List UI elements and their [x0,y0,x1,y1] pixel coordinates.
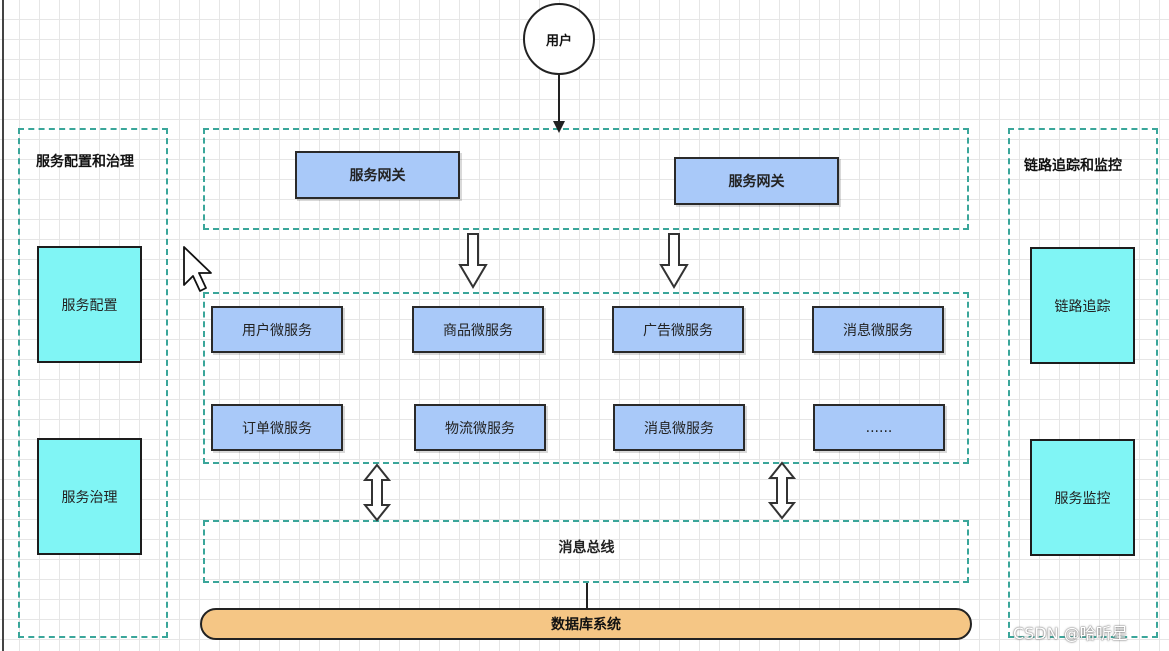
product-service-label: 商品微服务 [443,322,513,339]
order-service-label: 订单微服务 [242,420,312,437]
down-hollow-arrow-left [458,233,488,289]
order-service-box[interactable]: 订单微服务 [211,404,343,451]
gateway-label-2: 服务网关 [728,174,785,190]
user-service-box[interactable]: 用户微服务 [211,306,343,353]
service-governance-box[interactable]: 服务治理 [37,438,142,555]
config-governance-panel [18,128,168,638]
message-bus-label: 消息总线 [558,540,615,556]
message-service-box-1[interactable]: 消息微服务 [812,306,944,353]
gateway-label-1: 服务网关 [349,168,406,184]
logistics-service-label: 物流微服务 [445,420,515,437]
service-governance-label: 服务治理 [61,489,118,506]
database-label: 数据库系统 [551,617,621,633]
user-node-label: 用户 [545,33,572,49]
message-service-label-1: 消息微服务 [843,322,913,339]
tracing-box[interactable]: 链路追踪 [1030,247,1135,364]
config-governance-title: 服务配置和治理 [36,154,134,170]
more-services-box[interactable]: ...... [813,404,945,451]
monitoring-box[interactable]: 服务监控 [1030,439,1135,556]
gateway-layer [203,128,969,230]
more-services-label: ...... [865,419,893,436]
tracing-label: 链路追踪 [1054,298,1111,315]
logistics-service-box[interactable]: 物流微服务 [414,404,546,451]
tracing-monitoring-panel [1008,128,1158,638]
message-service-box-2[interactable]: 消息微服务 [613,404,745,451]
monitoring-label: 服务监控 [1054,490,1111,507]
service-config-label: 服务配置 [61,297,118,314]
microservice-layer [203,292,969,464]
message-service-label-2: 消息微服务 [644,420,714,437]
gateway-box-2[interactable]: 服务网关 [674,157,839,205]
database-system[interactable]: 数据库系统 [200,608,972,640]
user-node[interactable]: 用户 [523,3,595,75]
watermark: CSDN @哈听星 [1013,624,1128,643]
user-to-gateway-arrow [553,75,565,133]
service-config-box[interactable]: 服务配置 [37,246,142,363]
bidirectional-arrow-right [767,461,797,520]
bidirectional-arrow-left [362,463,392,522]
tracing-monitoring-title: 链路追踪和监控 [1024,158,1122,174]
product-service-box[interactable]: 商品微服务 [412,306,544,353]
gateway-box-1[interactable]: 服务网关 [295,151,460,199]
ad-service-box[interactable]: 广告微服务 [612,306,744,353]
mouse-cursor-icon [183,246,212,292]
canvas-left-edge [2,0,4,651]
message-bus-layer [203,520,969,583]
user-service-label: 用户微服务 [242,322,312,339]
ad-service-label: 广告微服务 [643,322,713,339]
down-hollow-arrow-right [659,233,689,289]
